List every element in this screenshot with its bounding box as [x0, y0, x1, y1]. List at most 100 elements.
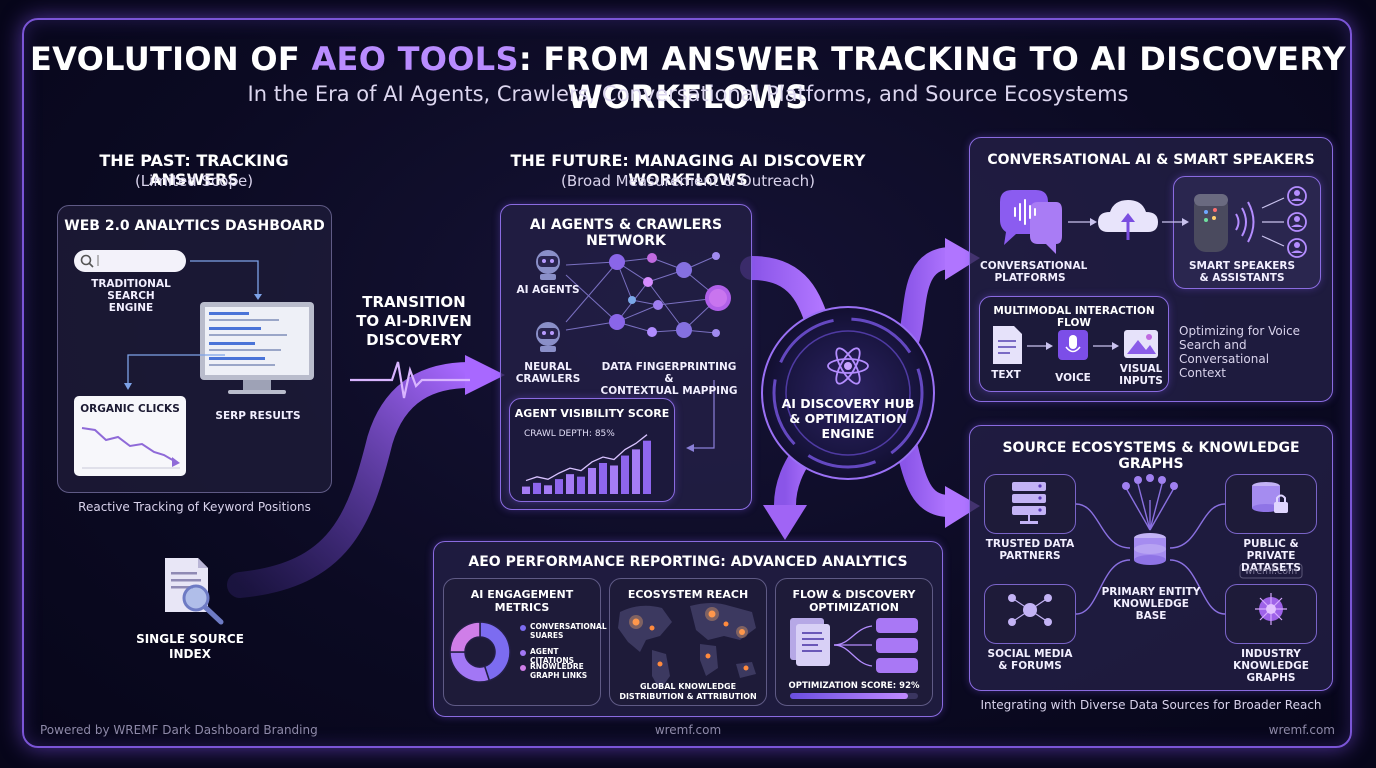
- network-node: [653, 300, 663, 310]
- footer-right-link[interactable]: wremf.com: [1268, 723, 1335, 737]
- network-node: [676, 262, 692, 278]
- text-document-icon: [993, 326, 1022, 364]
- voice-label: VOICE: [1055, 372, 1091, 384]
- footer-center-link[interactable]: wremf.com: [654, 723, 722, 737]
- network-node: [647, 327, 657, 337]
- visibility-bar: [610, 465, 618, 494]
- social-media-label: SOCIAL MEDIA& FORUMS: [987, 648, 1073, 672]
- transition-arrow-head: [465, 355, 505, 395]
- hub-to-conversational-head: [945, 238, 980, 280]
- server-rack-icon: [1012, 482, 1046, 524]
- datasets-watermark: wremf.com: [1244, 566, 1298, 577]
- multimodal-title: MULTIMODAL INTERACTION FLOW: [993, 305, 1155, 329]
- network-node: [712, 329, 720, 337]
- knowledge-graph-icon: [1255, 593, 1287, 625]
- sound-waves-icon: [1235, 201, 1255, 243]
- future-heading: THE FUTURE: MANAGING AI DISCOVERY WORKFL…: [510, 151, 866, 189]
- network-node: [643, 277, 653, 287]
- past-heading: THE PAST: TRACKING ANSWERS: [99, 151, 289, 189]
- optimization-score-fill: [790, 693, 908, 699]
- output-block: [876, 618, 918, 633]
- user-avatar-icon: [1287, 186, 1307, 258]
- organic-clicks-label: ORGANIC CLICKS: [80, 403, 180, 415]
- hub-to-sources-head: [945, 486, 980, 528]
- footer-branding: Powered by WREMF Dark Dashboard Branding: [40, 723, 318, 737]
- page-title: EVOLUTION OF AEO TOOLS: FROM ANSWER TRAC…: [30, 40, 1346, 116]
- secure-database-icon: [1252, 482, 1288, 513]
- visibility-bar: [588, 467, 596, 494]
- atom-icon: [827, 347, 869, 385]
- visibility-trend-line: [525, 434, 648, 482]
- smart-speakers-label: SMART SPEAKERS& ASSISTANTS: [1188, 260, 1296, 284]
- pulse-line: [350, 361, 470, 399]
- ai-agents-label: AI AGENTS: [516, 284, 580, 296]
- engagement-title: AI ENGAGEMENT METRICS: [470, 588, 574, 614]
- legend-dot: [520, 625, 526, 631]
- text-label: TEXT: [991, 369, 1021, 381]
- serp-results-label: SERP RESULTS: [215, 410, 301, 422]
- search-bar: [74, 250, 186, 272]
- visibility-bar: [621, 455, 629, 494]
- network-node: [628, 296, 636, 304]
- optimization-score-label: OPTIMIZATION SCORE: 92%: [788, 681, 920, 691]
- donut-slice: [449, 621, 481, 653]
- hub-circle: [761, 306, 935, 480]
- web2-dashboard-title: WEB 2.0 ANALYTICS DASHBOARD: [64, 218, 325, 234]
- agents-network-title: AI AGENTS & CRAWLERS NETWORK: [529, 217, 723, 249]
- visibility-score-title: AGENT VISIBILITY SCORE: [514, 407, 670, 420]
- sources-title: SOURCE ECOSYSTEMS & KNOWLEDGE GRAPHS: [1002, 440, 1300, 472]
- visibility-bar: [577, 476, 585, 494]
- hub-to-reporting-head: [763, 505, 807, 540]
- visibility-bar: [555, 479, 563, 494]
- visibility-bar: [632, 449, 640, 494]
- visibility-bar: [599, 463, 607, 494]
- visibility-bar: [643, 440, 651, 494]
- visibility-bar: [533, 482, 541, 494]
- output-block: [876, 638, 918, 653]
- past-caption: Reactive Tracking of Keyword Positions: [78, 500, 311, 514]
- magnifier-icon: [182, 584, 210, 612]
- reporting-title: AEO PERFORMANCE REPORTING: ADVANCED ANAL…: [468, 554, 908, 570]
- conversational-title: CONVERSATIONAL AI & SMART SPEAKERS: [987, 152, 1315, 168]
- network-node: [712, 252, 720, 260]
- crawl-depth-label: CRAWL DEPTH: 85%: [524, 429, 615, 439]
- optimization-score-track: [790, 693, 918, 699]
- fingerprinting-label: DATA FINGERPRINTING &CONTEXTUAL MAPPING: [600, 361, 738, 397]
- legend-dot: [520, 650, 526, 656]
- legend-dot: [520, 665, 526, 671]
- network-node: [676, 322, 692, 338]
- organic-clicks-chart: [74, 396, 186, 476]
- network-node: [647, 253, 657, 263]
- smart-speaker-icon: [1194, 194, 1228, 252]
- search-icon: [80, 254, 92, 266]
- database-icon: [1134, 533, 1166, 565]
- transition-arrow: [227, 362, 483, 598]
- network-node: [609, 254, 625, 270]
- visibility-bar: [566, 474, 574, 494]
- page-subtitle: In the Era of AI Agents, Crawlers, Conve…: [247, 82, 1129, 106]
- network-node: [609, 314, 625, 330]
- future-subheading: (Broad Measurement & Outreach): [561, 172, 815, 190]
- visibility-bar: [544, 485, 552, 494]
- visibility-bar: [522, 486, 530, 494]
